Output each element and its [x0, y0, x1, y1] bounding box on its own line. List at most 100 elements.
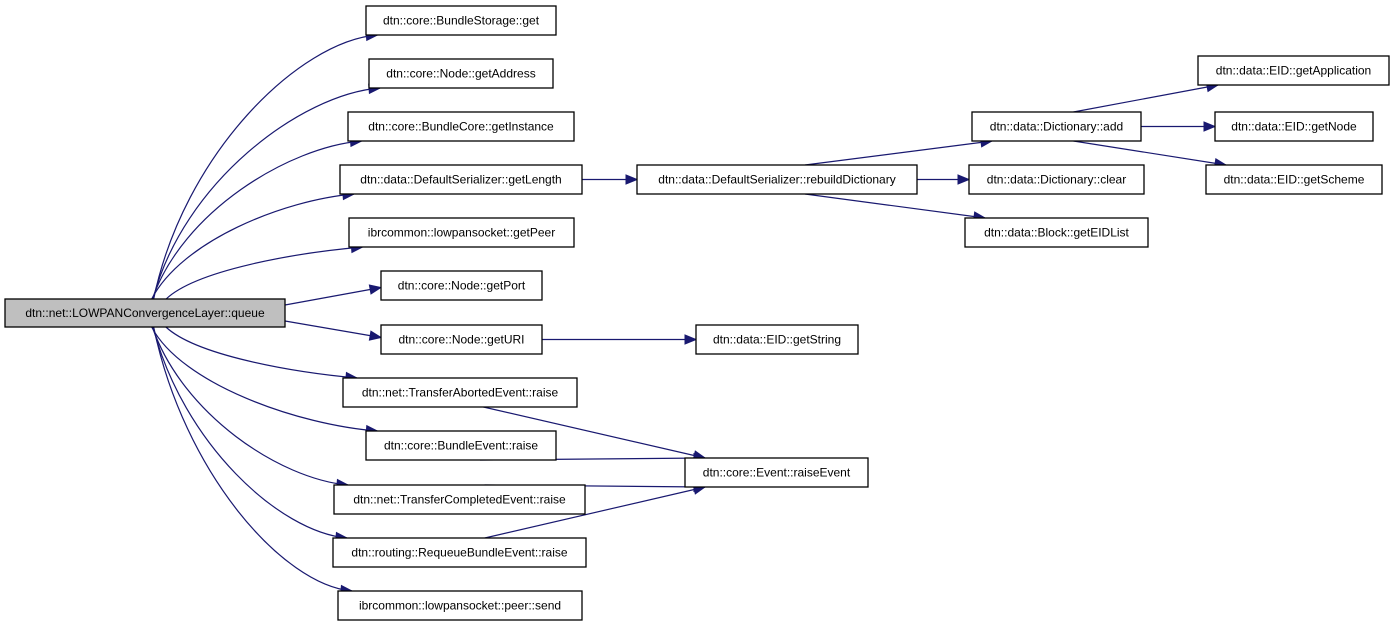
nodes-layer: dtn::net::LOWPANConvergenceLayer::queued… [4, 5, 1390, 621]
edge-line [1073, 140, 1227, 166]
node-label: dtn::core::BundleStorage::get [383, 14, 540, 28]
edge-ds-rebuild-to-block-getEIDList [804, 193, 987, 222]
graph-node-peer-send[interactable]: ibrcommon::lowpansocket::peer::send [337, 590, 583, 621]
node-box [1214, 111, 1374, 142]
edge-dict-add-to-eid-getApplication [1073, 81, 1220, 113]
edge-line [151, 140, 362, 300]
edge-line [483, 406, 706, 459]
graph-node-ds-rebuild[interactable]: dtn::data::DefaultSerializer::rebuildDic… [636, 164, 918, 195]
node-label: dtn::data::EID::getApplication [1216, 64, 1371, 78]
graph-node-eid-getNode[interactable]: dtn::data::EID::getNode [1214, 111, 1374, 142]
edge-dict-add-to-eid-getScheme [1073, 140, 1228, 169]
node-label: dtn::net::LOWPANConvergenceLayer::queue [25, 306, 265, 320]
graph-node-bc-getInstance[interactable]: dtn::core::BundleCore::getInstance [347, 111, 575, 142]
node-label: dtn::data::Dictionary::clear [987, 173, 1126, 187]
arrowhead-icon [684, 334, 698, 345]
edge-line [152, 87, 381, 300]
node-box [380, 270, 543, 301]
node-label: dtn::data::Block::getEIDList [984, 226, 1129, 240]
node-box [365, 5, 557, 36]
node-label: dtn::data::DefaultSerializer::rebuildDic… [658, 173, 895, 187]
graph-node-bs-get[interactable]: dtn::core::BundleStorage::get [365, 5, 557, 36]
node-box [1205, 164, 1383, 195]
node-label: dtn::core::BundleEvent::raise [384, 439, 538, 453]
node-label: dtn::data::EID::getString [713, 333, 841, 347]
node-box [684, 457, 869, 488]
edge-line [165, 326, 358, 379]
node-box [368, 58, 554, 89]
arrowhead-icon [625, 174, 639, 185]
node-label: dtn::core::BundleCore::getInstance [368, 120, 554, 134]
edge-line [152, 326, 348, 539]
edge-ds-rebuild-to-dict-clear [917, 174, 971, 185]
node-box [1197, 55, 1390, 86]
node-label: dtn::data::EID::getScheme [1224, 173, 1365, 187]
graph-node-ev-raiseEvent[interactable]: dtn::core::Event::raiseEvent [684, 457, 869, 488]
graph-node-lp-getPeer[interactable]: ibrcommon::lowpansocket::getPeer [348, 217, 575, 248]
node-box [380, 324, 543, 355]
edge-node-getURI-to-eid-getString [542, 334, 698, 345]
graph-node-node-getURI[interactable]: dtn::core::Node::getURI [380, 324, 543, 355]
edge-line [151, 193, 355, 300]
edge-queue-to-tae-raise [165, 326, 359, 383]
edge-line [804, 140, 993, 166]
graph-node-be-raise[interactable]: dtn::core::BundleEvent::raise [365, 430, 557, 461]
graph-node-node-getPort[interactable]: dtn::core::Node::getPort [380, 270, 543, 301]
node-box [636, 164, 918, 195]
graph-node-block-getEIDList[interactable]: dtn::data::Block::getEIDList [964, 217, 1149, 248]
edge-line [1073, 84, 1219, 113]
node-box [339, 164, 583, 195]
graph-node-eid-getScheme[interactable]: dtn::data::EID::getScheme [1205, 164, 1383, 195]
arrowhead-icon [957, 174, 971, 185]
graph-node-dict-clear[interactable]: dtn::data::Dictionary::clear [968, 164, 1145, 195]
node-box [342, 377, 578, 408]
graph-node-queue[interactable]: dtn::net::LOWPANConvergenceLayer::queue [4, 298, 286, 328]
graph-node-tae-raise[interactable]: dtn::net::TransferAbortedEvent::raise [342, 377, 578, 408]
node-label: dtn::core::Event::raiseEvent [703, 466, 851, 480]
arrowhead-icon [368, 284, 383, 295]
node-box [347, 111, 575, 142]
graph-node-eid-getString[interactable]: dtn::data::EID::getString [695, 324, 859, 355]
edge-queue-to-node-getURI [284, 320, 383, 341]
edge-line [165, 246, 363, 300]
edge-line [153, 326, 353, 592]
node-box [968, 164, 1145, 195]
node-label: dtn::routing::RequeueBundleEvent::raise [351, 546, 567, 560]
edge-line [284, 320, 382, 339]
edge-dict-add-to-eid-getNode [1141, 121, 1217, 132]
node-label: ibrcommon::lowpansocket::peer::send [359, 599, 561, 613]
node-label: dtn::core::Node::getAddress [386, 67, 535, 81]
graph-node-eid-getApplication[interactable]: dtn::data::EID::getApplication [1197, 55, 1390, 86]
edge-queue-to-tce-raise [151, 326, 350, 490]
edges-layer [151, 30, 1228, 596]
graph-node-node-getAddress[interactable]: dtn::core::Node::getAddress [368, 58, 554, 89]
edge-queue-to-node-getPort [284, 284, 383, 306]
edge-line [804, 193, 986, 219]
node-box [337, 590, 583, 621]
edge-line [484, 486, 706, 539]
edge-ds-rebuild-to-dict-add [804, 137, 994, 166]
graph-node-rbe-raise[interactable]: dtn::routing::RequeueBundleEvent::raise [332, 537, 587, 568]
node-label: dtn::net::TransferAbortedEvent::raise [362, 386, 559, 400]
arrowhead-icon [368, 330, 383, 341]
node-label: dtn::data::EID::getNode [1231, 120, 1357, 134]
node-box [333, 484, 586, 515]
node-box [964, 217, 1149, 248]
node-label: dtn::core::Node::getPort [398, 279, 526, 293]
node-box [332, 537, 587, 568]
graph-node-dict-add[interactable]: dtn::data::Dictionary::add [971, 111, 1142, 142]
node-label: dtn::core::Node::getURI [398, 333, 524, 347]
graph-node-ds-getLength[interactable]: dtn::data::DefaultSerializer::getLength [339, 164, 583, 195]
edge-ds-getLength-to-ds-rebuild [582, 174, 639, 185]
edge-line [284, 286, 382, 306]
node-label: ibrcommon::lowpansocket::getPeer [368, 226, 555, 240]
node-box [365, 430, 557, 461]
node-box [695, 324, 859, 355]
edge-line [151, 326, 378, 432]
node-box [4, 298, 286, 328]
node-box [971, 111, 1142, 142]
graph-node-tce-raise[interactable]: dtn::net::TransferCompletedEvent::raise [333, 484, 586, 515]
node-label: dtn::data::DefaultSerializer::getLength [360, 173, 561, 187]
edge-line [153, 34, 378, 300]
